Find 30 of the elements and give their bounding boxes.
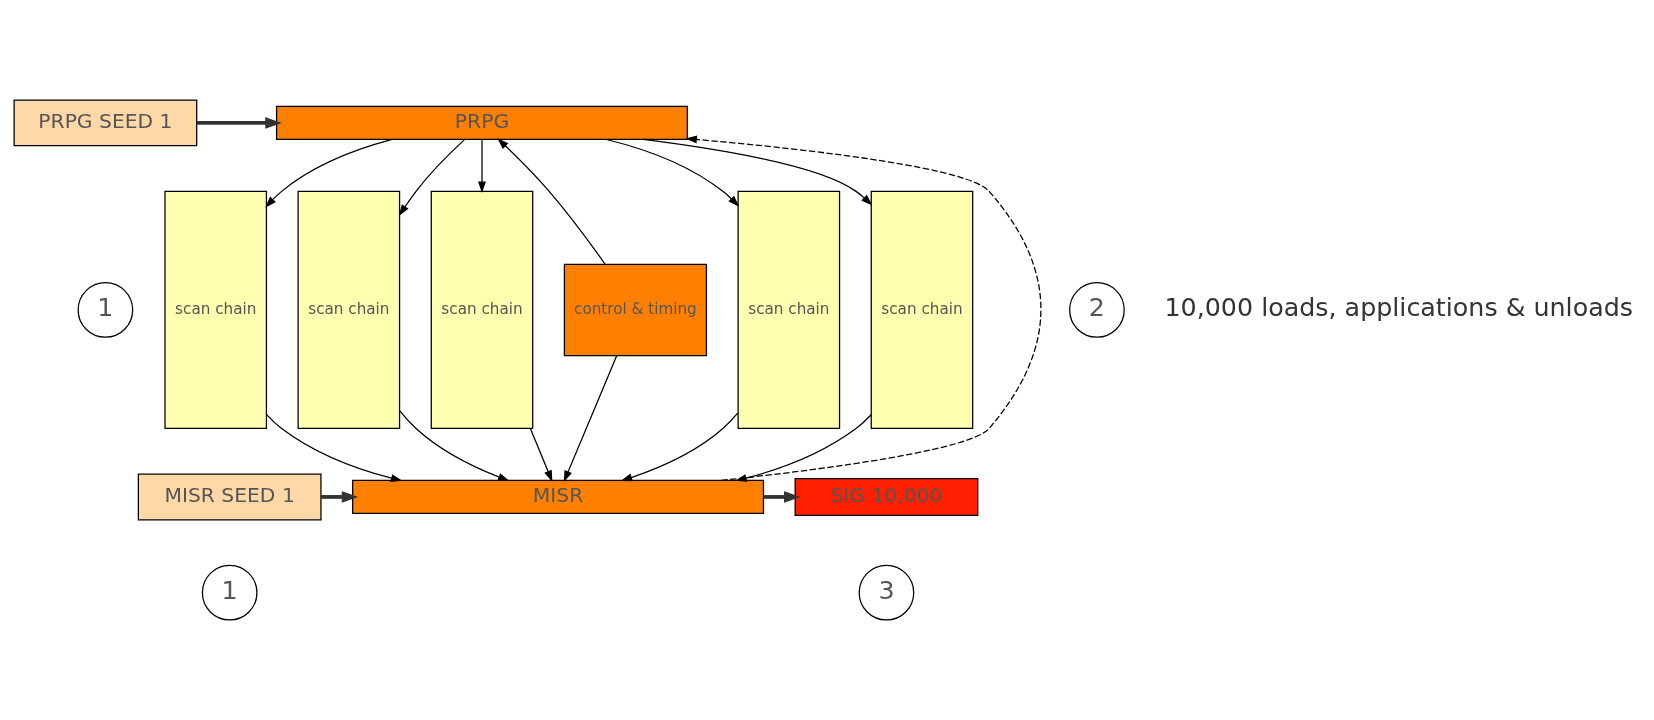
arrow xyxy=(563,355,617,482)
node-box: SIG 10,000 xyxy=(794,477,978,516)
arrow xyxy=(398,139,465,217)
node-box: PRPG xyxy=(275,105,688,140)
node-circle: 1 xyxy=(201,564,258,621)
arrow xyxy=(398,409,509,482)
arrow xyxy=(642,138,872,206)
node-box: scan chain xyxy=(430,190,533,430)
node-box: scan chain xyxy=(297,190,400,430)
arrow xyxy=(265,414,402,482)
arrow xyxy=(496,138,606,265)
node-box: MISR SEED 1 xyxy=(137,473,322,521)
arrow xyxy=(477,139,486,193)
node-box: MISR xyxy=(351,479,764,515)
node-box: scan chain xyxy=(736,190,840,430)
node-circle: 1 xyxy=(77,282,133,338)
arrow xyxy=(605,138,739,207)
arrow xyxy=(620,412,738,482)
node-box: PRPG SEED 1 xyxy=(12,99,197,147)
node-circle: 3 xyxy=(858,564,914,621)
node-circle: 2 xyxy=(1068,282,1125,338)
arrow xyxy=(529,427,552,482)
node-box: control & timing xyxy=(563,263,707,357)
label: 10,000 loads, applications & unloads xyxy=(1163,292,1633,323)
arrow xyxy=(264,138,393,208)
node-box: scan chain xyxy=(870,190,973,430)
node-box: scan chain xyxy=(163,190,267,430)
arrow xyxy=(196,117,282,129)
arrow xyxy=(763,491,801,503)
arrow xyxy=(320,491,358,503)
